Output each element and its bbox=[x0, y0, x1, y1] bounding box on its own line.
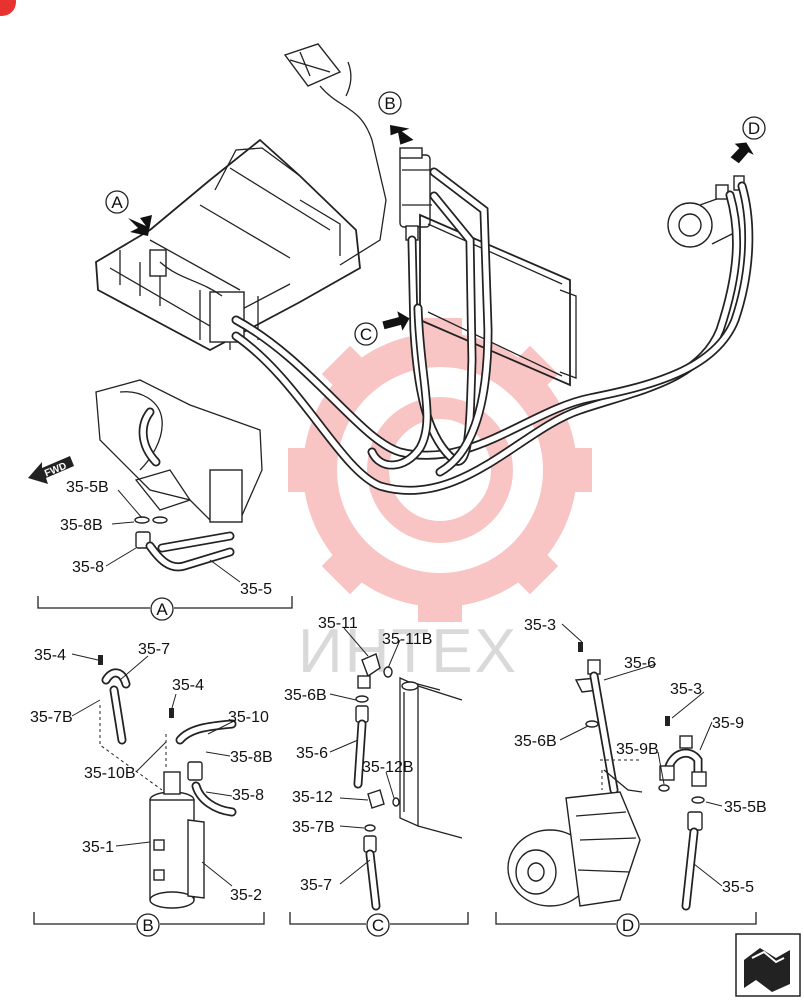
part-labels: 35-5B 35-8B 35-8 35-5 35-4 35-7 35-7B 35… bbox=[30, 479, 767, 904]
main-assembly bbox=[95, 43, 754, 523]
label-35-5b-d: 35-5B bbox=[724, 799, 767, 816]
svg-text:B: B bbox=[384, 94, 395, 113]
label-35-10: 35-10 bbox=[228, 709, 269, 726]
label-35-8-a: 35-8 bbox=[72, 559, 104, 576]
label-35-7-c: 35-7 bbox=[300, 877, 332, 894]
view-d-label: D bbox=[622, 916, 634, 935]
callout-c: C bbox=[354, 322, 378, 346]
label-35-10b: 35-10B bbox=[84, 765, 136, 782]
view-b-detail: B bbox=[33, 653, 265, 937]
svg-text:D: D bbox=[748, 119, 760, 138]
label-35-7: 35-7 bbox=[138, 641, 170, 658]
label-35-6b-c: 35-6B bbox=[284, 687, 327, 704]
view-d-detail: D bbox=[495, 623, 757, 937]
svg-text:A: A bbox=[111, 193, 123, 212]
label-35-6-d: 35-6 bbox=[624, 655, 656, 672]
label-35-9: 35-9 bbox=[712, 715, 744, 732]
label-35-8b-b: 35-8B bbox=[230, 749, 273, 766]
label-35-7b: 35-7B bbox=[30, 709, 73, 726]
label-35-11: 35-11 bbox=[318, 615, 358, 632]
label-35-5b-a: 35-5B bbox=[66, 479, 109, 496]
label-35-9b: 35-9B bbox=[616, 741, 659, 758]
view-b-label: B bbox=[142, 916, 153, 935]
label-35-8b-a: 35-8B bbox=[60, 517, 103, 534]
label-35-3-top: 35-3 bbox=[524, 617, 556, 634]
label-35-7b-c: 35-7B bbox=[292, 819, 335, 836]
view-c-detail: C bbox=[289, 627, 469, 937]
callout-a: A bbox=[105, 190, 129, 214]
watermark-gear bbox=[288, 318, 592, 622]
navigation-arrow-icon[interactable] bbox=[735, 933, 801, 997]
view-c-label: C bbox=[372, 916, 384, 935]
label-35-1: 35-1 bbox=[82, 839, 114, 856]
label-35-5-a: 35-5 bbox=[240, 581, 272, 598]
label-35-11b: 35-11B bbox=[382, 631, 432, 648]
watermark-text: ИНТЕХ bbox=[298, 617, 518, 686]
callout-d: D bbox=[742, 116, 766, 140]
view-a-detail: A bbox=[37, 489, 293, 621]
label-35-4-top: 35-4 bbox=[34, 647, 66, 664]
view-a-label: A bbox=[156, 600, 168, 619]
label-35-12: 35-12 bbox=[292, 789, 333, 806]
label-35-8-b: 35-8 bbox=[232, 787, 264, 804]
corner-marker bbox=[0, 0, 16, 16]
label-35-6b-d: 35-6B bbox=[514, 733, 557, 750]
label-35-3-mid: 35-3 bbox=[670, 681, 702, 698]
label-35-12b: 35-12B bbox=[362, 759, 414, 776]
svg-text:C: C bbox=[360, 325, 372, 344]
label-35-5-d: 35-5 bbox=[722, 879, 754, 896]
callout-b: B bbox=[378, 91, 402, 115]
svg-text:FWD: FWD bbox=[43, 461, 68, 480]
label-35-6-c: 35-6 bbox=[296, 745, 328, 762]
label-35-4-mid: 35-4 bbox=[172, 677, 204, 694]
label-35-2: 35-2 bbox=[230, 887, 262, 904]
